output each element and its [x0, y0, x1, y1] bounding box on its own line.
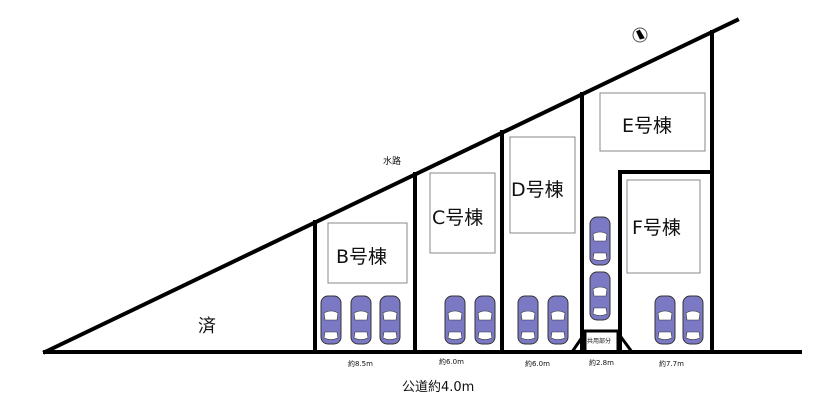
- lot-f-boundary: [618, 170, 714, 354]
- car-icon: [517, 295, 539, 345]
- common-area-label: 共用部分: [587, 338, 612, 345]
- car-icon: [320, 295, 342, 345]
- waterway-boundary: [42, 17, 740, 355]
- frontage-f: 約7.7m: [659, 360, 684, 368]
- car-icon: [589, 271, 611, 321]
- car-icon: [350, 295, 372, 345]
- car-icon: [654, 295, 676, 345]
- building-c-label: C号棟: [432, 207, 484, 229]
- building-f-label: F号棟: [632, 217, 681, 239]
- frontage-c: 約6.0m: [439, 358, 464, 366]
- car-icon: [379, 295, 401, 345]
- compass-icon: [632, 27, 648, 43]
- building-c-footprint: [429, 172, 496, 254]
- car-icon: [589, 216, 611, 266]
- sold-label: 済: [198, 316, 216, 337]
- building-b-label: B号棟: [336, 246, 388, 268]
- frontage-common: 約2.8m: [589, 359, 614, 367]
- car-icon: [474, 295, 496, 345]
- waterway-label: 水路: [383, 157, 402, 167]
- car-icon: [547, 295, 569, 345]
- road-label: 公道約4.0m: [402, 380, 475, 395]
- frontage-b: 約8.5m: [348, 360, 373, 368]
- car-icon: [444, 295, 466, 345]
- building-e-footprint: [599, 92, 706, 152]
- building-d-label: D号棟: [511, 179, 564, 201]
- frontage-d: 約6.0m: [525, 360, 550, 368]
- building-d-footprint: [509, 136, 576, 234]
- building-e-label: E号棟: [622, 115, 673, 137]
- common-area: [583, 329, 620, 354]
- building-f-footprint: [626, 179, 701, 274]
- building-b-footprint: [327, 222, 408, 284]
- car-icon: [682, 295, 704, 345]
